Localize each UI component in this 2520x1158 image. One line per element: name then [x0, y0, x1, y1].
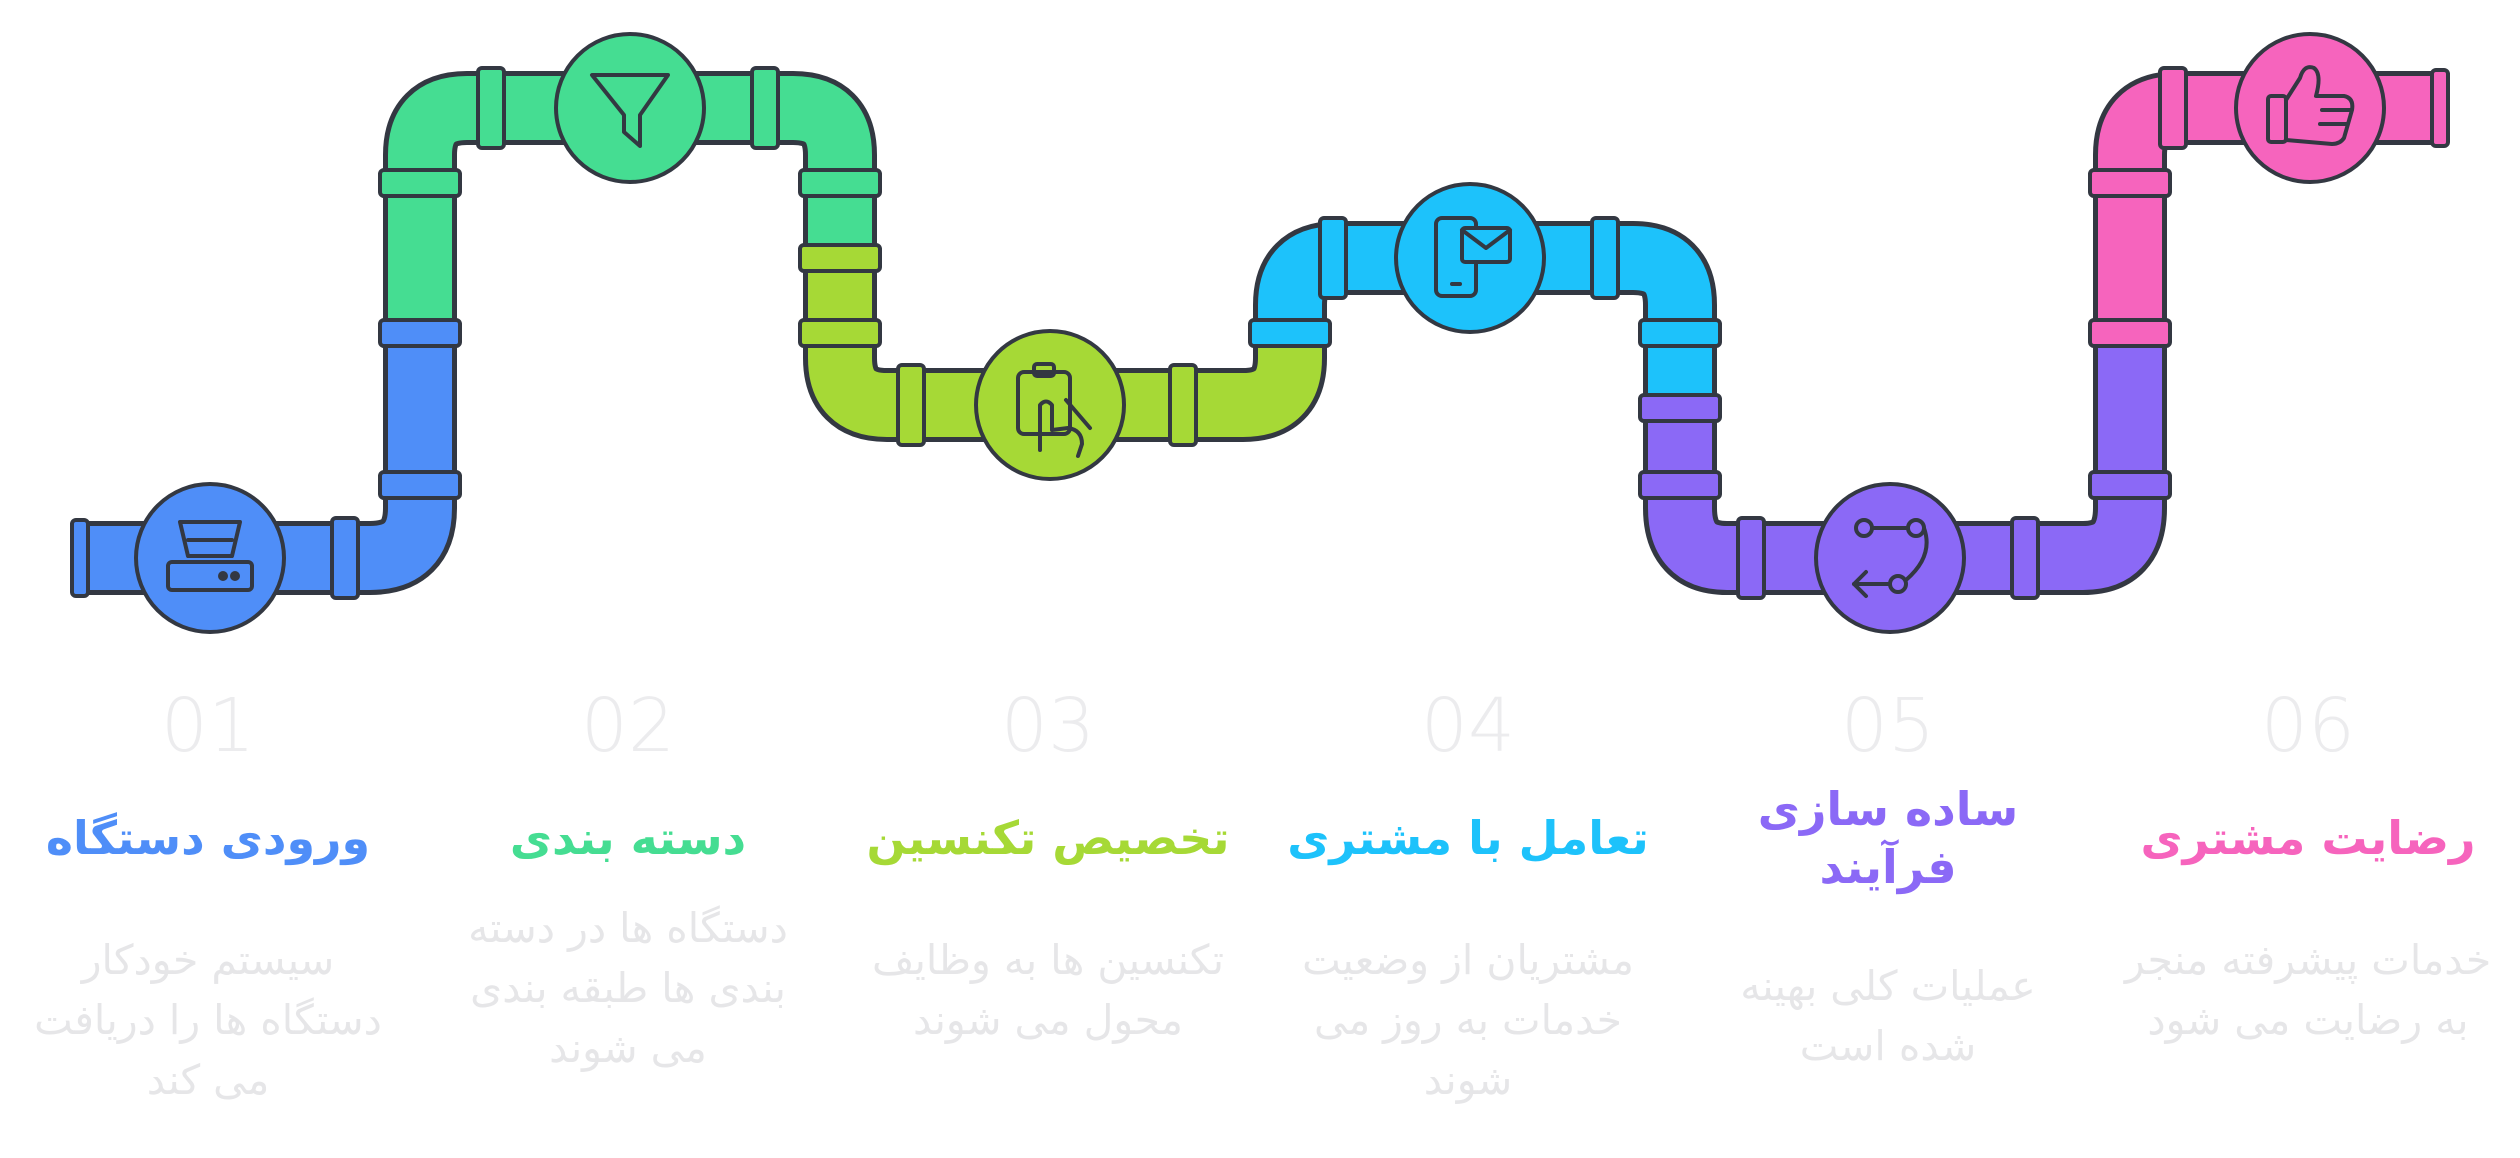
step-description: خدمات پیشرفته منجر به رضایت می شود	[2124, 936, 2492, 1044]
node-1	[134, 482, 286, 634]
phone-message-icon	[1434, 216, 1512, 298]
step-number: 01	[160, 683, 256, 769]
node-3	[974, 329, 1126, 481]
node-2	[554, 32, 706, 184]
step-description: عملیات کلی بهینه شده است	[1740, 962, 2036, 1070]
step-description: تکنسین ها به وظایف محول می شوند	[872, 936, 1224, 1044]
step-number: 06	[2260, 683, 2356, 769]
step-description: مشتریان از وضعیت خدمات به روز می شوند	[1302, 936, 1634, 1104]
thumbs-up-icon	[2266, 65, 2355, 146]
step-6: 06 رضایت مشتری خدمات پیشرفته منجر به رضا…	[2118, 680, 2498, 1050]
step-title: رضایت مشتری	[2140, 811, 2476, 865]
step-2: 02 دسته بندی دستگاه ها در دسته بندی ها ط…	[438, 680, 818, 1078]
step-4: 04 تعامل با مشتری مشتریان از وضعیت خدمات…	[1278, 680, 1658, 1110]
node-5	[1814, 482, 1966, 634]
pipeline-diagram	[70, 32, 2450, 634]
step-title: ساده سازی فرآیند	[1757, 782, 2019, 894]
pipe-end-cap-right	[2430, 68, 2450, 148]
step-number: 03	[1000, 683, 1096, 769]
step-description: سیستم خودکار دستگاه ها را دریافت می کند	[34, 936, 382, 1104]
step-number: 05	[1840, 683, 1936, 769]
pipe-end-cap-left	[70, 518, 90, 598]
step-title: تخصیص تکنسین	[866, 811, 1230, 865]
pipe-segment-1	[80, 330, 452, 590]
step-title: تعامل با مشتری	[1287, 811, 1649, 865]
step-number: 04	[1420, 683, 1516, 769]
node-6	[2234, 32, 2386, 184]
step-3: 03 تخصیص تکنسین تکنسین ها به وظایف محول …	[858, 680, 1238, 1050]
node-4	[1394, 182, 1546, 334]
step-title: دسته بندی	[509, 811, 747, 865]
step-5: 05 ساده سازی فرآیند عملیات کلی بهینه شده…	[1698, 680, 2078, 1076]
process-flow-icon	[1852, 518, 1929, 598]
step-number: 02	[580, 683, 676, 769]
scanner-icon	[166, 520, 254, 592]
step-title: ورودی دستگاه	[45, 811, 371, 865]
filter-icon	[590, 73, 670, 148]
clipboard-hand-icon	[1016, 362, 1092, 458]
step-1: 01 ورودی دستگاه سیستم خودکار دستگاه ها ر…	[18, 680, 398, 1110]
step-description: دستگاه ها در دسته بندی ها طبقه بندی می ش…	[468, 904, 788, 1072]
